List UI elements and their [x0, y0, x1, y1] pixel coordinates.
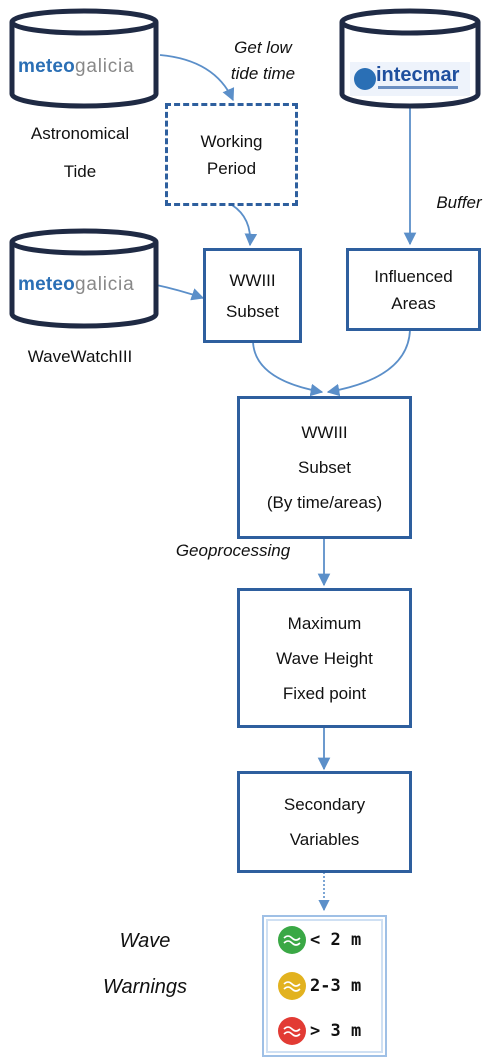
secondary-variables-box: Secondary Variables [237, 771, 412, 873]
edge-label-get-low-line1: Get low [234, 38, 292, 57]
wwiii-subset-filtered-box: WWIII Subset (By time/areas) [237, 396, 412, 539]
wave-caption: WaveWatchIII [27, 347, 133, 366]
intecmar-logo: intecmar [354, 62, 472, 92]
warning-row-high: > 3 m [278, 1017, 361, 1045]
warning-label-low: < 2 m [310, 930, 362, 950]
yellow-wave-icon [278, 972, 306, 1000]
working-period-box: Working Period [165, 103, 298, 206]
red-wave-icon [278, 1017, 306, 1045]
warning-row-low: < 2 m [278, 926, 361, 954]
max-wave-height-box: Maximum Wave Height Fixed point [237, 588, 412, 728]
edge-areas-to-subset [326, 329, 411, 397]
database-intecmar [339, 8, 481, 109]
meteogalicia-logo-tide: meteogalicia [18, 56, 135, 77]
edge-label-geoprocessing: Geoprocessing [175, 541, 291, 560]
edge-wwiii-to-subset [252, 341, 324, 397]
warnings-title-line2: Warnings [102, 976, 188, 998]
edge-tide-to-working-period [159, 54, 235, 102]
warning-label-high: > 3 m [310, 1021, 362, 1041]
warning-label-mid: 2-3 m [310, 976, 362, 996]
intecmar-swirl-icon [354, 68, 376, 90]
edge-label-buffer: Buffer [436, 193, 482, 212]
wwiii-subset-box: WWIII Subset [203, 248, 302, 343]
edge-working-to-wwiii [231, 204, 258, 247]
edge-label-get-low-line2: tide time [230, 64, 296, 83]
warnings-title-line1: Wave [119, 930, 171, 952]
database-tide [9, 8, 159, 109]
database-wavewatch [9, 228, 159, 329]
influenced-areas-box: Influenced Areas [346, 248, 481, 331]
tide-caption-line2: Tide [63, 162, 97, 181]
tide-caption-line1: Astronomical [30, 124, 130, 143]
meteogalicia-logo-wave: meteogalicia [18, 274, 135, 295]
warning-row-mid: 2-3 m [278, 972, 361, 1000]
green-wave-icon [278, 926, 306, 954]
